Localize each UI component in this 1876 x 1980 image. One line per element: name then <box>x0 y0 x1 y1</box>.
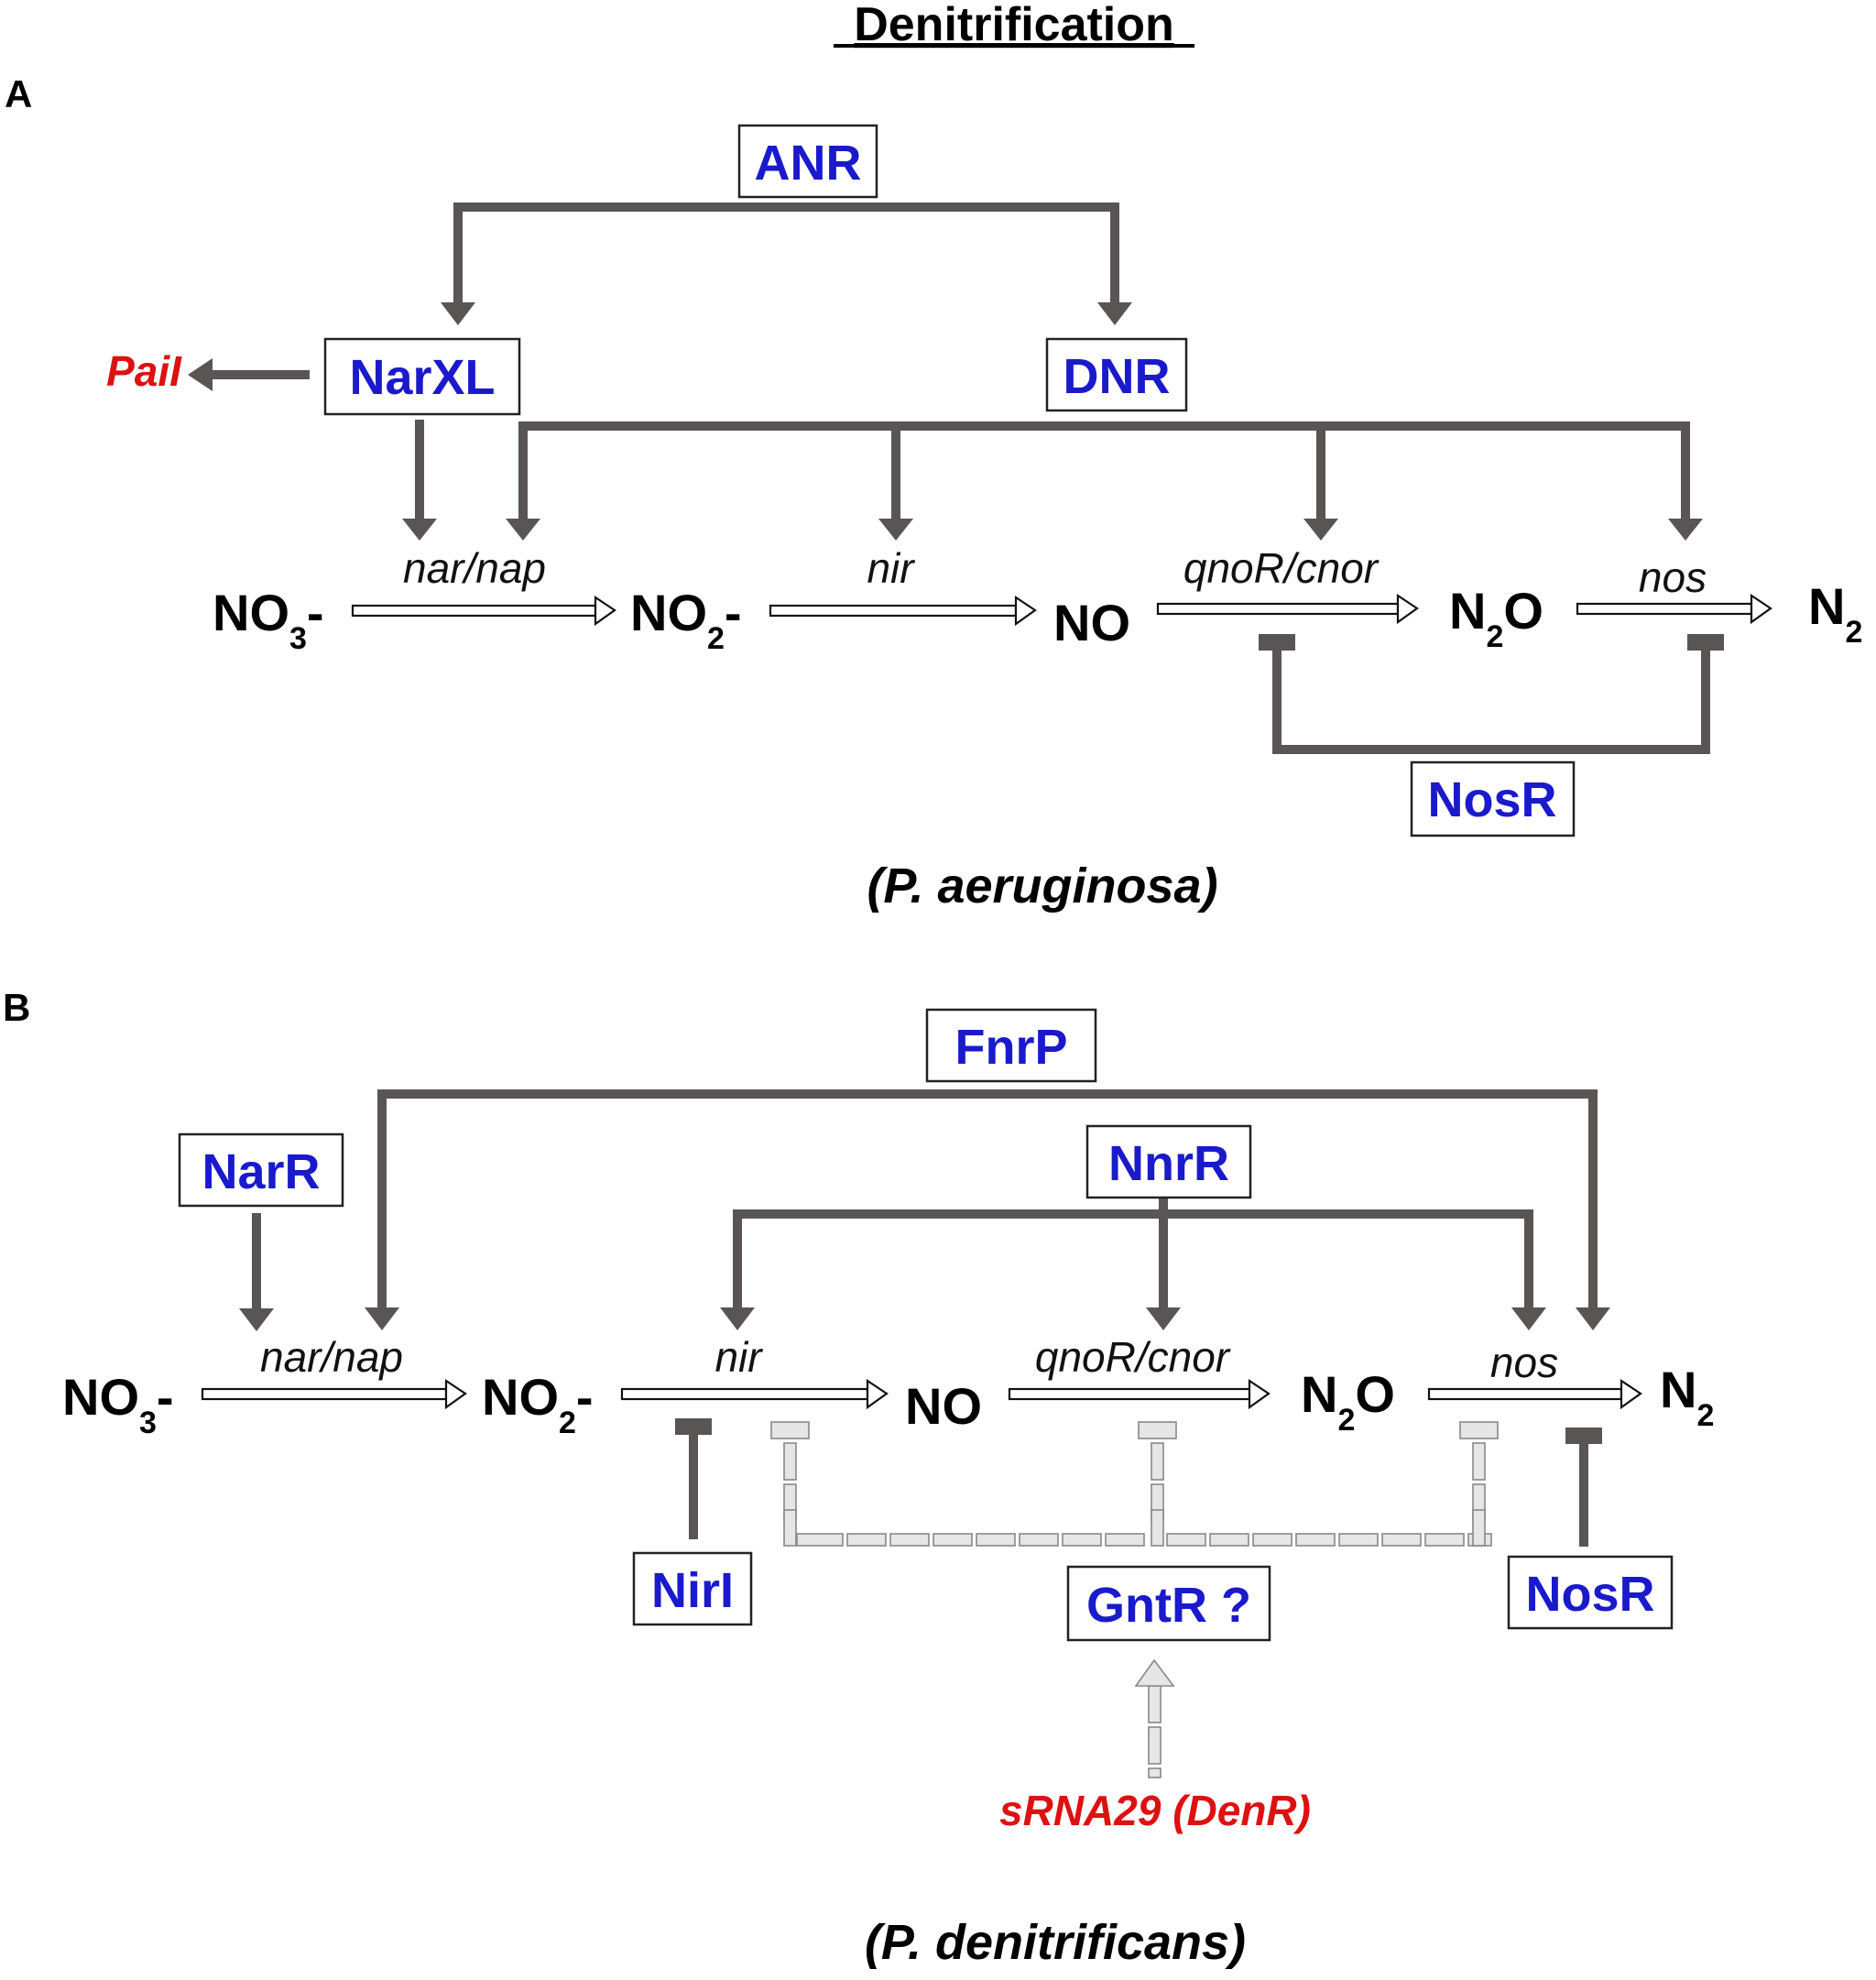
anr-box <box>737 124 878 199</box>
dnr-to-qnor-arrowhead <box>1303 519 1338 541</box>
compound-no2-a: NO2- <box>630 584 742 656</box>
gene-nos-a: nos <box>1639 553 1707 601</box>
panel-b-label: B <box>3 986 30 1029</box>
gene-nir-b: nir <box>714 1333 763 1381</box>
gene-qnor-b: qnoR/cnor <box>1035 1333 1231 1381</box>
reaction-arrow-n2o-n2 <box>1576 593 1772 625</box>
nosr-inhibit-bar-b <box>1565 1428 1602 1444</box>
nosr-label-b: NosR <box>1525 1567 1654 1622</box>
reaction-arrow-no2-no <box>769 595 1037 627</box>
gntr-label: GntR ? <box>1086 1578 1251 1633</box>
fnrp-box <box>925 1008 1097 1083</box>
compound-no2-b: NO2- <box>482 1368 594 1440</box>
compound-no-b: NO <box>905 1377 982 1435</box>
gntr-box <box>1066 1565 1271 1642</box>
gene-narnap-b: nar/nap <box>260 1333 403 1381</box>
anr-to-narxl-arrowhead <box>441 302 475 325</box>
nosr-label-a: NosR <box>1427 772 1556 827</box>
gene-nir-a: nir <box>867 544 915 592</box>
nnrr-box <box>1085 1124 1252 1199</box>
reaction-arrow-no2-no-b <box>620 1378 889 1410</box>
narr-label: NarR <box>202 1144 320 1199</box>
fnrp-activation-line <box>377 1089 1598 1307</box>
gene-nos-b: nos <box>1490 1339 1558 1386</box>
reaction-arrow-no3-no2 <box>351 595 616 627</box>
narr-to-narnap-arrowhead <box>239 1308 274 1331</box>
fnrp-to-narnap-arrowhead <box>365 1307 399 1330</box>
compound-n2-b: N2 <box>1660 1361 1714 1433</box>
compound-n2o-b: N2O <box>1301 1365 1395 1438</box>
species-label-a: (P. aeruginosa) <box>867 859 1217 913</box>
panel-a-label: A <box>5 72 32 115</box>
narxl-label: NarXL <box>349 350 495 405</box>
nosr-inhibit-bar-qnor <box>1259 634 1295 651</box>
srna29-label: sRNA29 (DenR) <box>999 1787 1311 1834</box>
compound-n2o-a: N2O <box>1449 582 1543 654</box>
pail-label: PaiI <box>106 347 182 395</box>
gene-qnor-a: qnoR/cnor <box>1183 544 1380 592</box>
niri-label: NirI <box>651 1563 734 1618</box>
page-title: Denitrification <box>854 0 1174 51</box>
anr-to-dnr-arrowhead <box>1097 302 1132 325</box>
species-label-b: (P. denitrificans) <box>865 1915 1246 1970</box>
nosr-inhibition-line <box>1272 646 1710 754</box>
fnrp-label: FnrP <box>954 1020 1067 1075</box>
dnr-activation-line <box>518 421 1690 519</box>
anr-activation-line <box>453 202 1119 302</box>
dnr-to-nos-arrowhead <box>1668 519 1703 541</box>
reaction-arrow-no3-no2-b <box>201 1378 467 1410</box>
nnrr-to-qnor-arrowhead <box>1146 1307 1181 1330</box>
compound-n2-a: N2 <box>1808 577 1862 650</box>
gene-narnap-a: nar/nap <box>403 544 546 592</box>
narxl-box <box>323 337 521 416</box>
nosr-inhibit-bar-nos <box>1687 634 1724 651</box>
nnrr-to-nir-arrowhead <box>720 1307 755 1330</box>
nosr-box-b <box>1507 1555 1674 1630</box>
dnr-label: DNR <box>1063 349 1171 404</box>
srna29-to-gntr-dashed-arrow <box>1134 1658 1175 1778</box>
nosr-box-a <box>1410 760 1576 837</box>
narxl-to-narnap-arrowhead <box>402 519 437 541</box>
narxl-to-pail-arrowhead <box>188 358 213 391</box>
dnr-box <box>1045 337 1188 412</box>
compound-no-a: NO <box>1053 594 1130 651</box>
reaction-arrow-no-n2o <box>1156 593 1419 625</box>
anr-label: ANR <box>755 136 862 191</box>
niri-inhibit-bar <box>675 1418 712 1435</box>
fnrp-to-n2-arrowhead <box>1576 1307 1610 1330</box>
compound-no3-a: NO3- <box>213 584 324 656</box>
compound-no3-b: NO3- <box>62 1368 174 1440</box>
nnrr-label: NnrR <box>1108 1136 1229 1191</box>
dnr-to-narnap-arrowhead <box>506 519 540 541</box>
reaction-arrow-n2o-n2-b <box>1427 1378 1642 1410</box>
narr-box <box>178 1132 344 1208</box>
nnrr-to-nos-arrowhead <box>1511 1307 1546 1330</box>
nnrr-activation-line <box>733 1209 1533 1307</box>
niri-box <box>632 1551 753 1626</box>
gntr-hypothetical-inhibition <box>770 1421 1499 1547</box>
dnr-to-nir-arrowhead <box>878 519 913 541</box>
reaction-arrow-no-n2o-b <box>1008 1378 1271 1410</box>
